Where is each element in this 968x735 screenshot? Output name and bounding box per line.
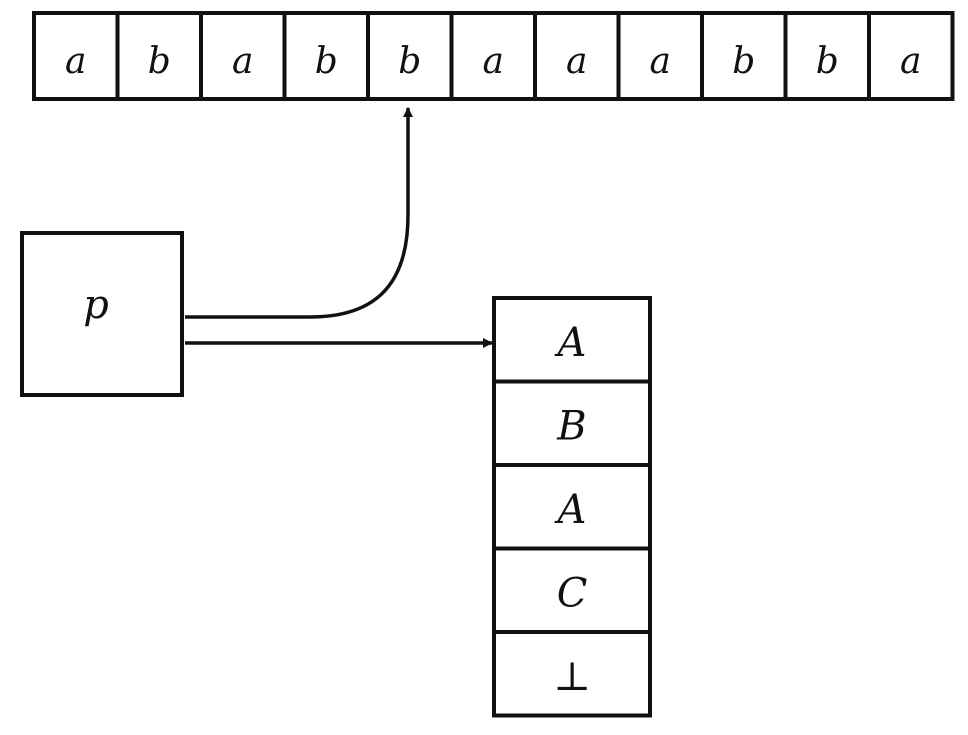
control-unit: p bbox=[20, 231, 184, 397]
head-connector bbox=[185, 107, 413, 319]
tape-cell bbox=[366, 11, 454, 101]
tape-symbol: a bbox=[65, 41, 86, 82]
tape-cell bbox=[533, 11, 621, 101]
stack-cell bbox=[492, 379, 652, 467]
tape-symbol: a bbox=[232, 41, 253, 82]
stack-symbol: B bbox=[556, 404, 586, 450]
stack-cell bbox=[492, 296, 652, 384]
stack-symbol: ⊥ bbox=[553, 654, 591, 700]
tape-cell bbox=[32, 11, 120, 101]
tape-symbol: a bbox=[650, 41, 671, 82]
stack-symbol: A bbox=[554, 487, 587, 533]
tape-symbol: b bbox=[816, 41, 839, 82]
tape-cell bbox=[783, 11, 871, 101]
tape-symbol: a bbox=[483, 41, 504, 82]
stack-symbol: A bbox=[554, 320, 587, 366]
stack-symbol: C bbox=[557, 571, 588, 617]
tape-cell bbox=[115, 11, 203, 101]
tape-cell bbox=[867, 11, 955, 101]
tape-symbol: a bbox=[900, 41, 921, 82]
tape-symbol: b bbox=[148, 41, 171, 82]
tape-symbol: a bbox=[566, 41, 587, 82]
state-label: p bbox=[83, 282, 109, 328]
tape-cell bbox=[700, 11, 788, 101]
control-box bbox=[20, 231, 184, 397]
tape-cell bbox=[616, 11, 704, 101]
tape-cell bbox=[199, 11, 287, 101]
stack-cell bbox=[492, 630, 652, 718]
tape-symbol: b bbox=[732, 41, 755, 82]
tape-symbol: b bbox=[398, 41, 421, 82]
tape-symbol: b bbox=[315, 41, 338, 82]
stack-cell bbox=[492, 463, 652, 551]
